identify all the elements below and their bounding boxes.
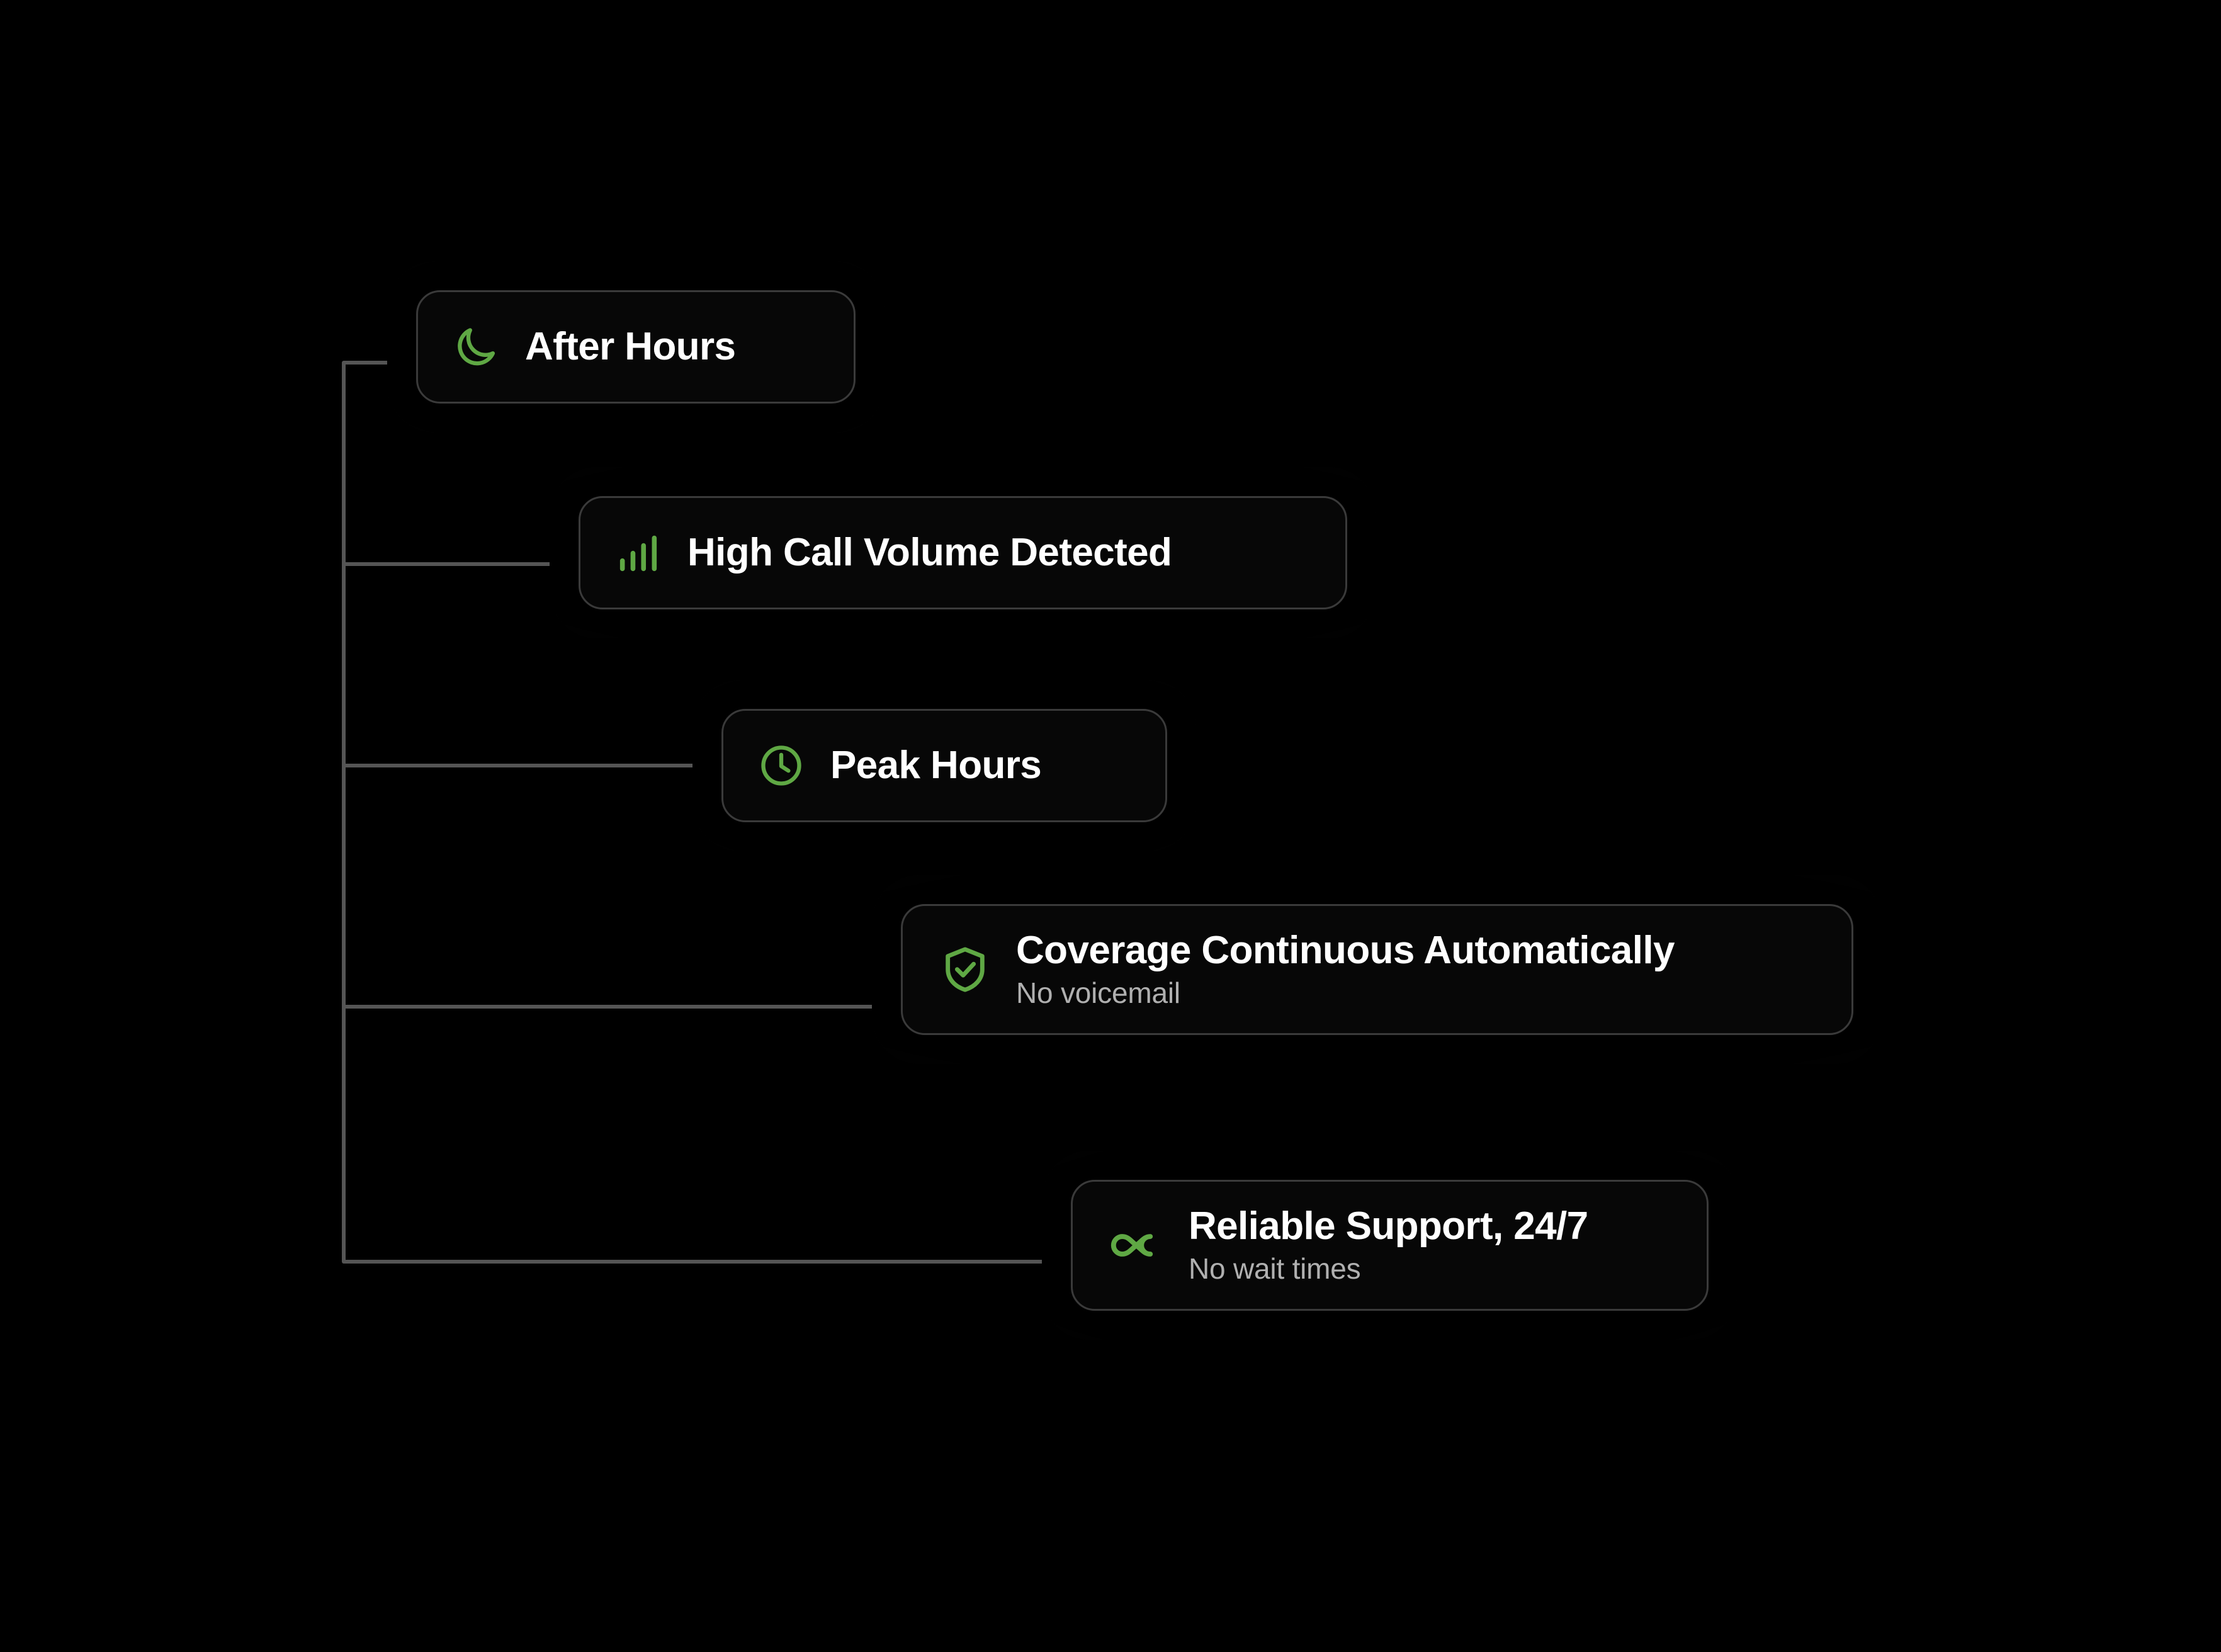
card-text-high-call-volume: High Call Volume Detected xyxy=(687,532,1172,573)
clock-icon xyxy=(757,742,805,789)
card-text-after-hours: After Hours xyxy=(525,325,736,369)
connector-branch-coverage xyxy=(344,1005,909,1009)
card-coverage-continuous[interactable]: Coverage Continuous Automatically No voi… xyxy=(901,904,1853,1035)
infinity-icon xyxy=(1109,1218,1163,1272)
card-title: High Call Volume Detected xyxy=(687,531,1172,575)
card-glow-high-call-volume: High Call Volume Detected xyxy=(550,467,1376,638)
card-title: After Hours xyxy=(525,325,736,369)
connector-trunk xyxy=(342,361,346,1264)
card-title: Reliable Support, 24/7 xyxy=(1189,1204,1588,1248)
card-peak-hours[interactable]: Peak Hours xyxy=(721,709,1167,822)
connector-branch-high-call-volume xyxy=(344,562,554,566)
card-text-coverage: Coverage Continuous Automatically No voi… xyxy=(1016,930,1675,1009)
card-after-hours[interactable]: After Hours xyxy=(416,290,856,404)
connector-branch-after-hours xyxy=(344,361,392,365)
shield-check-icon xyxy=(939,944,991,995)
card-text-reliable-support: Reliable Support, 24/7 No wait times xyxy=(1189,1206,1588,1285)
connector-branch-peak-hours xyxy=(344,764,696,767)
card-glow-after-hours: After Hours xyxy=(387,261,884,433)
signal-bars-icon xyxy=(614,529,662,577)
card-reliable-support[interactable]: Reliable Support, 24/7 No wait times xyxy=(1071,1180,1709,1311)
card-glow-peak-hours: Peak Hours xyxy=(692,680,1196,851)
card-subtitle: No voicemail xyxy=(1016,976,1180,1010)
card-high-call-volume[interactable]: High Call Volume Detected xyxy=(579,496,1347,609)
connector-branch-reliable-support xyxy=(344,1260,1080,1264)
card-glow-coverage: Coverage Continuous Automatically No voi… xyxy=(872,875,1882,1064)
card-title: Peak Hours xyxy=(830,744,1042,788)
card-subtitle: No wait times xyxy=(1189,1252,1361,1286)
moon-icon xyxy=(452,323,500,371)
card-glow-reliable-support: Reliable Support, 24/7 No wait times xyxy=(1042,1151,1738,1340)
card-text-peak-hours: Peak Hours xyxy=(830,744,1042,788)
card-title: Coverage Continuous Automatically xyxy=(1016,929,1675,972)
